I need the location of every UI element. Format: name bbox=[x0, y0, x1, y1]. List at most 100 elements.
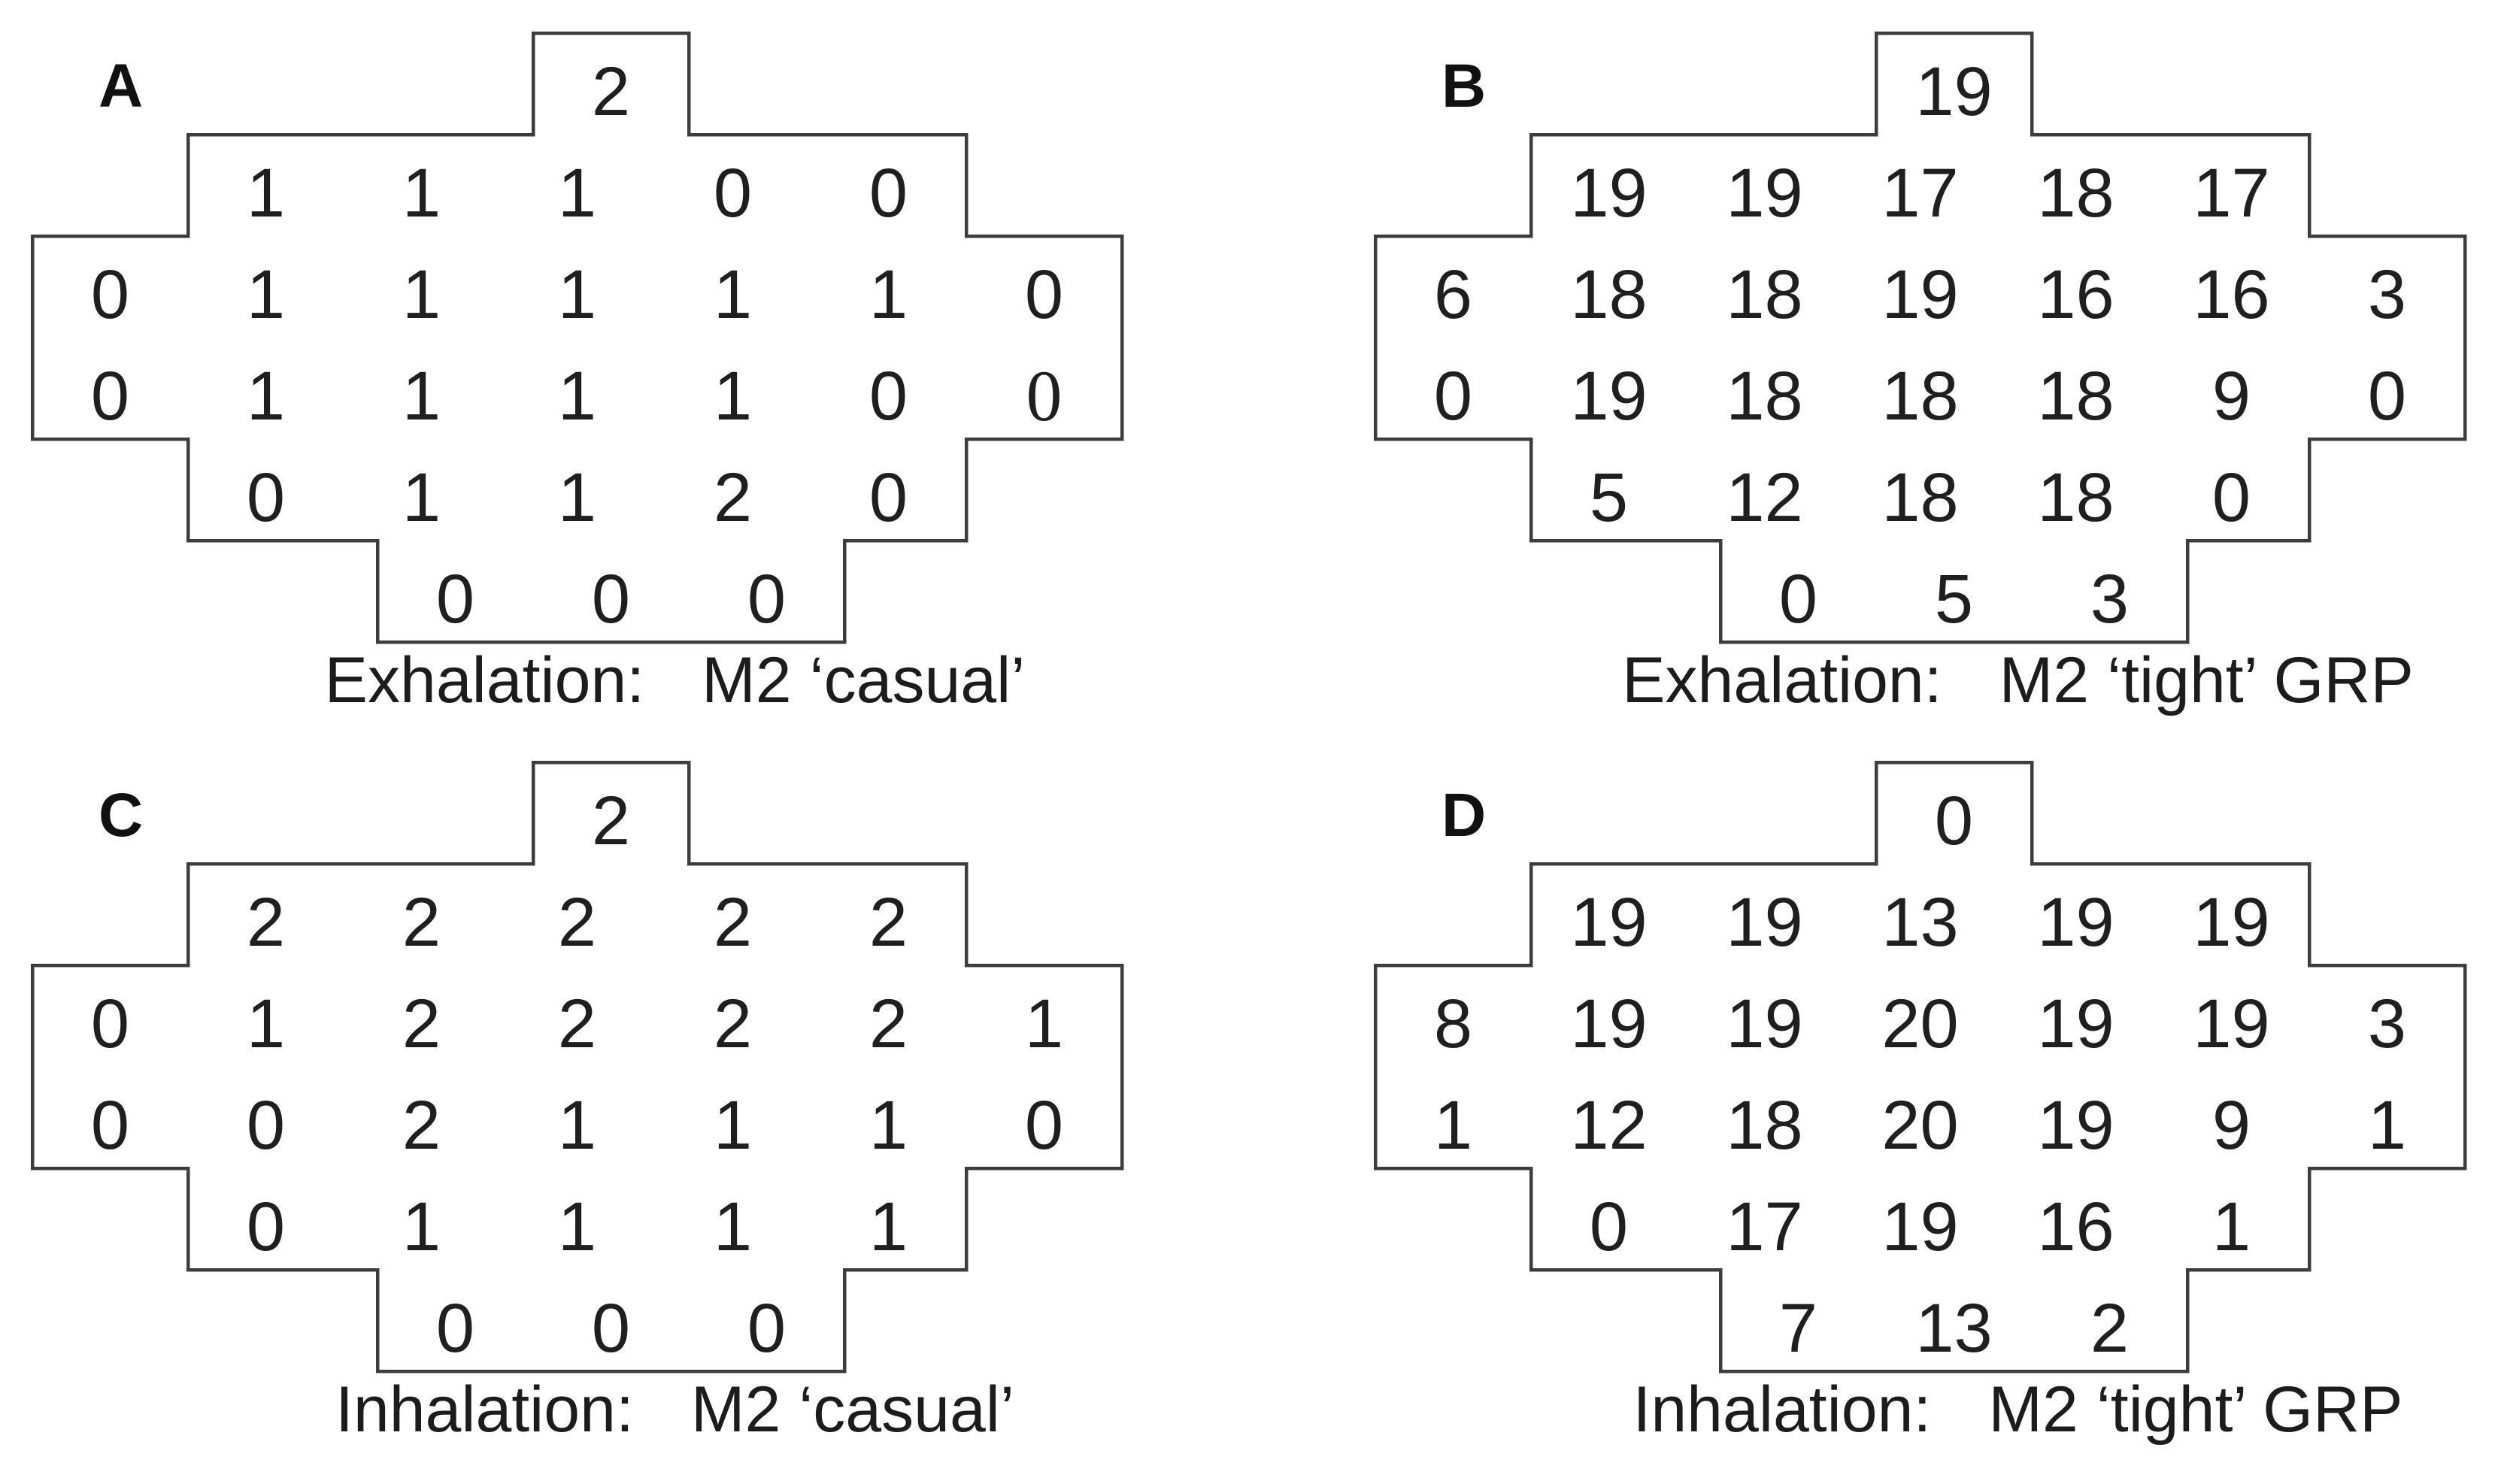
value-cell: 9 bbox=[2211, 1086, 2251, 1164]
value-cell: 3 bbox=[2367, 985, 2407, 1062]
value-cell: 12 bbox=[1726, 459, 1803, 536]
value-cell: 1 bbox=[402, 154, 441, 232]
value-cell: 7 bbox=[1778, 1289, 1818, 1367]
mask-zone-outline bbox=[30, 31, 1124, 644]
value-cell: 2 bbox=[713, 883, 753, 961]
value-cell: 5 bbox=[1589, 459, 1629, 536]
value-cell: 1 bbox=[246, 985, 286, 1062]
value-cell: 1 bbox=[2367, 1086, 2407, 1164]
value-cell: 1 bbox=[869, 256, 908, 333]
value-cell: 2 bbox=[402, 883, 441, 961]
shape-outline bbox=[30, 760, 1124, 1373]
panel-caption: Exhalation: M2 ‘tight’ GRP bbox=[1473, 644, 2504, 718]
value-cell: 0 bbox=[246, 459, 286, 536]
value-cell: 2 bbox=[869, 985, 908, 1062]
mask-zone-outline bbox=[1373, 31, 2467, 644]
value-cell: 0 bbox=[246, 1188, 286, 1265]
value-cell: 6 bbox=[1433, 256, 1473, 333]
caption-mask: M2 ‘tight’ GRP bbox=[1988, 1373, 2403, 1446]
value-cell: 17 bbox=[2193, 154, 2270, 232]
caption-condition: Inhalation: bbox=[1632, 1373, 1932, 1446]
shape-outline bbox=[30, 31, 1124, 644]
value-cell: 1 bbox=[557, 1188, 597, 1265]
value-cell: 18 bbox=[2037, 459, 2114, 536]
value-cell: 1 bbox=[713, 1086, 753, 1164]
value-cell: 0 bbox=[2367, 357, 2407, 435]
panel-caption: Inhalation: M2 ‘tight’ GRP bbox=[1473, 1373, 2504, 1447]
caption-mask: M2 ‘casual’ bbox=[702, 644, 1026, 716]
value-cell: 5 bbox=[1934, 560, 1974, 638]
value-cell: 3 bbox=[2367, 256, 2407, 333]
value-cell: 20 bbox=[1881, 985, 1959, 1062]
value-cell: 3 bbox=[2090, 560, 2130, 638]
value-cell: 16 bbox=[2037, 1188, 2114, 1265]
value-cell: 0 bbox=[747, 1289, 787, 1367]
value-cell: 0 bbox=[1433, 357, 1473, 435]
value-cell: 20 bbox=[1881, 1086, 1959, 1164]
value-cell: 1 bbox=[557, 357, 597, 435]
panel-caption: Exhalation: M2 ‘casual’ bbox=[130, 644, 1220, 718]
value-cell: 1 bbox=[246, 256, 286, 333]
value-cell: 19 bbox=[1570, 985, 1648, 1062]
panel-letter: D bbox=[1441, 781, 1487, 850]
value-cell: 2 bbox=[591, 782, 631, 859]
value-cell: 0 bbox=[90, 256, 130, 333]
caption-condition: Exhalation: bbox=[324, 644, 645, 716]
value-cell: 19 bbox=[1915, 53, 1993, 130]
value-cell: 2 bbox=[591, 53, 631, 130]
value-cell: 1 bbox=[713, 1188, 753, 1265]
value-cell: 0 bbox=[435, 560, 475, 638]
value-cell: 1 bbox=[557, 154, 597, 232]
value-cell: 0 bbox=[1026, 355, 1063, 436]
value-cell: 19 bbox=[1570, 154, 1648, 232]
value-cell: 1 bbox=[246, 357, 286, 435]
value-cell: 1 bbox=[402, 256, 441, 333]
value-cell: 0 bbox=[90, 985, 130, 1062]
value-cell: 0 bbox=[869, 154, 908, 232]
caption-mask: M2 ‘casual’ bbox=[690, 1373, 1015, 1446]
value-cell: 2 bbox=[557, 883, 597, 961]
value-cell: 18 bbox=[2037, 357, 2114, 435]
value-cell: 19 bbox=[2037, 985, 2114, 1062]
value-cell: 1 bbox=[557, 459, 597, 536]
value-cell: 0 bbox=[2211, 459, 2251, 536]
value-cell: 8 bbox=[1433, 985, 1473, 1062]
value-cell: 18 bbox=[1570, 256, 1648, 333]
value-cell: 1 bbox=[246, 154, 286, 232]
value-cell: 0 bbox=[713, 154, 753, 232]
value-cell: 0 bbox=[1024, 1086, 1064, 1164]
caption-mask: M2 ‘tight’ GRP bbox=[1999, 644, 2414, 716]
value-cell: 0 bbox=[90, 357, 130, 435]
value-cell: 18 bbox=[1881, 459, 1959, 536]
value-cell: 1 bbox=[1024, 985, 1064, 1062]
value-cell: 18 bbox=[2037, 154, 2114, 232]
value-cell: 0 bbox=[90, 1086, 130, 1164]
value-cell: 1 bbox=[557, 1086, 597, 1164]
value-cell: 1 bbox=[557, 256, 597, 333]
caption-condition: Exhalation: bbox=[1622, 644, 1942, 716]
value-cell: 19 bbox=[2193, 985, 2270, 1062]
value-cell: 13 bbox=[1881, 883, 1959, 961]
value-cell: 1 bbox=[402, 1188, 441, 1265]
value-cell: 0 bbox=[747, 560, 787, 638]
value-cell: 16 bbox=[2193, 256, 2270, 333]
caption-condition: Inhalation: bbox=[335, 1373, 634, 1446]
value-cell: 2 bbox=[713, 459, 753, 536]
value-cell: 19 bbox=[1570, 357, 1648, 435]
value-cell: 2 bbox=[402, 1086, 441, 1164]
value-cell: 1 bbox=[402, 459, 441, 536]
value-cell: 1 bbox=[713, 357, 753, 435]
value-cell: 1 bbox=[869, 1086, 908, 1164]
mask-zone-outline bbox=[1373, 760, 2467, 1373]
value-cell: 2 bbox=[402, 985, 441, 1062]
value-cell: 18 bbox=[1726, 357, 1803, 435]
value-cell: 0 bbox=[869, 357, 908, 435]
value-cell: 9 bbox=[2211, 357, 2251, 435]
value-cell: 19 bbox=[1726, 154, 1803, 232]
value-cell: 0 bbox=[1934, 782, 1974, 859]
